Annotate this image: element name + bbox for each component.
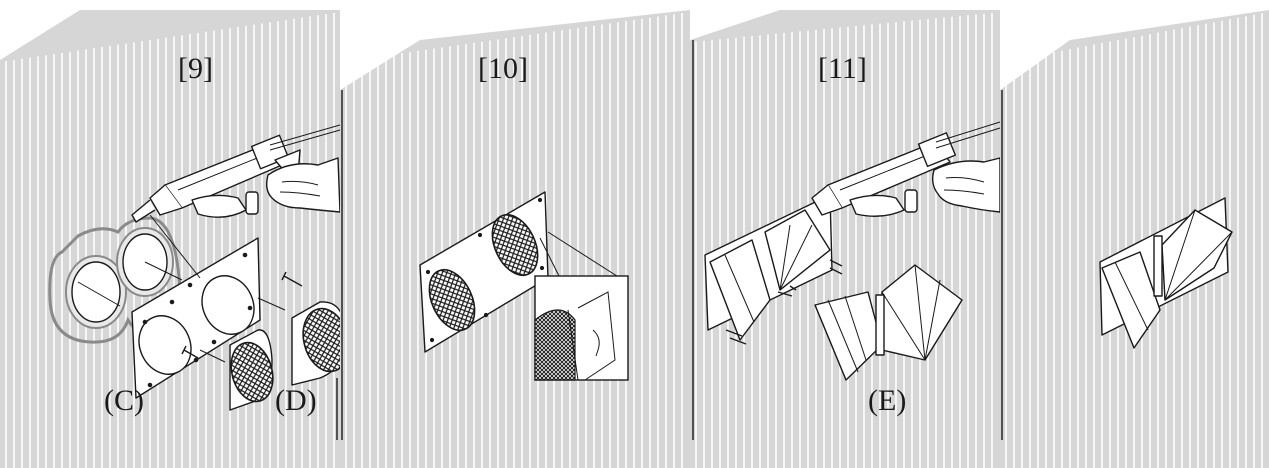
step-9-label: [9] bbox=[178, 52, 213, 85]
panel-step-11: [11] bbox=[690, 10, 1000, 468]
step-10-label: [10] bbox=[478, 52, 528, 85]
step-11-label: [11] bbox=[818, 52, 867, 85]
part-label-e: (E) bbox=[868, 384, 906, 417]
panel-step-9: [9] bbox=[0, 10, 356, 468]
part-label-d: (D) bbox=[275, 384, 317, 417]
part-label-c: (C) bbox=[104, 384, 144, 417]
panel-final bbox=[1000, 10, 1269, 468]
panel-step-10: [10] bbox=[340, 10, 690, 468]
